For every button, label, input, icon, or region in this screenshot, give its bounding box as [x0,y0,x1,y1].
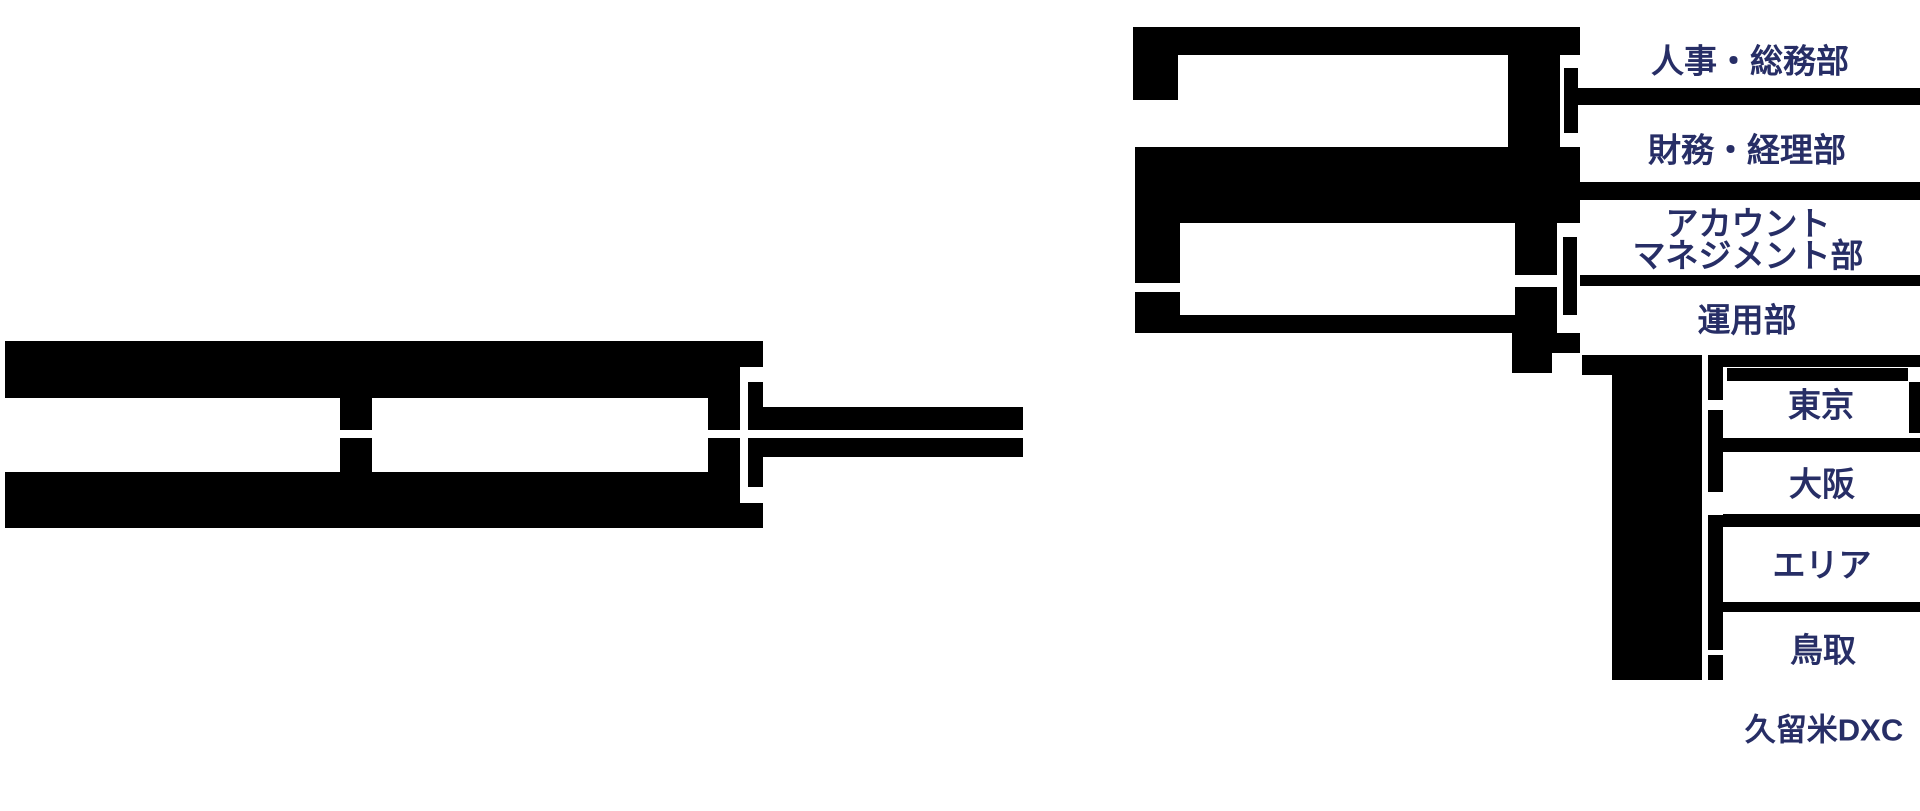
tree-top-bar [1133,27,1580,55]
branch-vline-seg-a [1708,367,1723,400]
tree-right-column-2a [1515,223,1557,275]
tokyo-box-top-border [1727,368,1908,381]
label-branch-area: エリア [1772,546,1872,584]
branch-vline-seg-c [1708,515,1723,650]
redaction-top-bar-step [740,341,763,367]
tree-connector-vline-2 [1563,237,1577,315]
label-dept-finance-accounting: 財務・経理部 [1648,131,1846,169]
dept-rule-1 [1578,88,1920,105]
label-branch-tottori: 鳥取 [1790,631,1856,669]
tokyo-box-right-border [1909,382,1920,433]
dept-rule-4-left [1582,355,1702,375]
redaction-cell-separator-upper [340,398,372,430]
tree-descender-b [1512,353,1552,373]
redaction-top-bar [5,341,740,398]
label-branch-osaka: 大阪 [1789,465,1855,503]
connector-bar-upper [748,407,1023,430]
label-branch-tokyo: 東京 [1788,386,1854,424]
tree-descender-a [1512,333,1580,353]
branch-rule-osaka-area [1723,514,1920,527]
tree-right-block-1 [1508,55,1560,147]
redaction-right-border-upper [708,398,740,430]
branch-rule-under-area [1723,602,1920,612]
tree-left-column-1 [1133,55,1178,100]
branch-vline-seg-b [1708,410,1723,492]
label-dept-operations: 運用部 [1697,301,1797,339]
redaction-right-border-lower [708,438,740,472]
tree-right-column-2b [1515,287,1557,315]
tree-connector-vline-1 [1564,68,1578,133]
branch-rule-tokyo-osaka [1723,438,1920,452]
label-dept-account-management-line2: マネジメント部 [1632,237,1864,274]
label-dept-hr-general-affairs: 人事・総務部 [1651,42,1849,80]
tree-left-column-2b [1135,292,1180,315]
tree-left-column-2a [1135,223,1180,283]
redaction-bottom-bar [5,472,740,528]
tree-bottom-bar [1135,315,1557,333]
label-dept-account-management: アカウント マネジメント部 [1598,205,1898,274]
dept-rule-2 [1580,182,1920,200]
tree-trunk-column [1612,375,1702,680]
redaction-cell-separator-lower [340,438,372,472]
branch-vline-seg-d [1708,655,1723,680]
label-site-kurume-dxc: 久留米DXC [1744,712,1904,748]
label-dept-account-management-line1: アカウント [1665,205,1831,242]
dept-rule-3 [1580,275,1920,286]
redaction-bottom-bar-step [740,503,763,528]
connector-bar-lower [748,438,1023,457]
tree-middle-mass [1135,147,1580,223]
dept-rule-4-right [1708,355,1920,367]
